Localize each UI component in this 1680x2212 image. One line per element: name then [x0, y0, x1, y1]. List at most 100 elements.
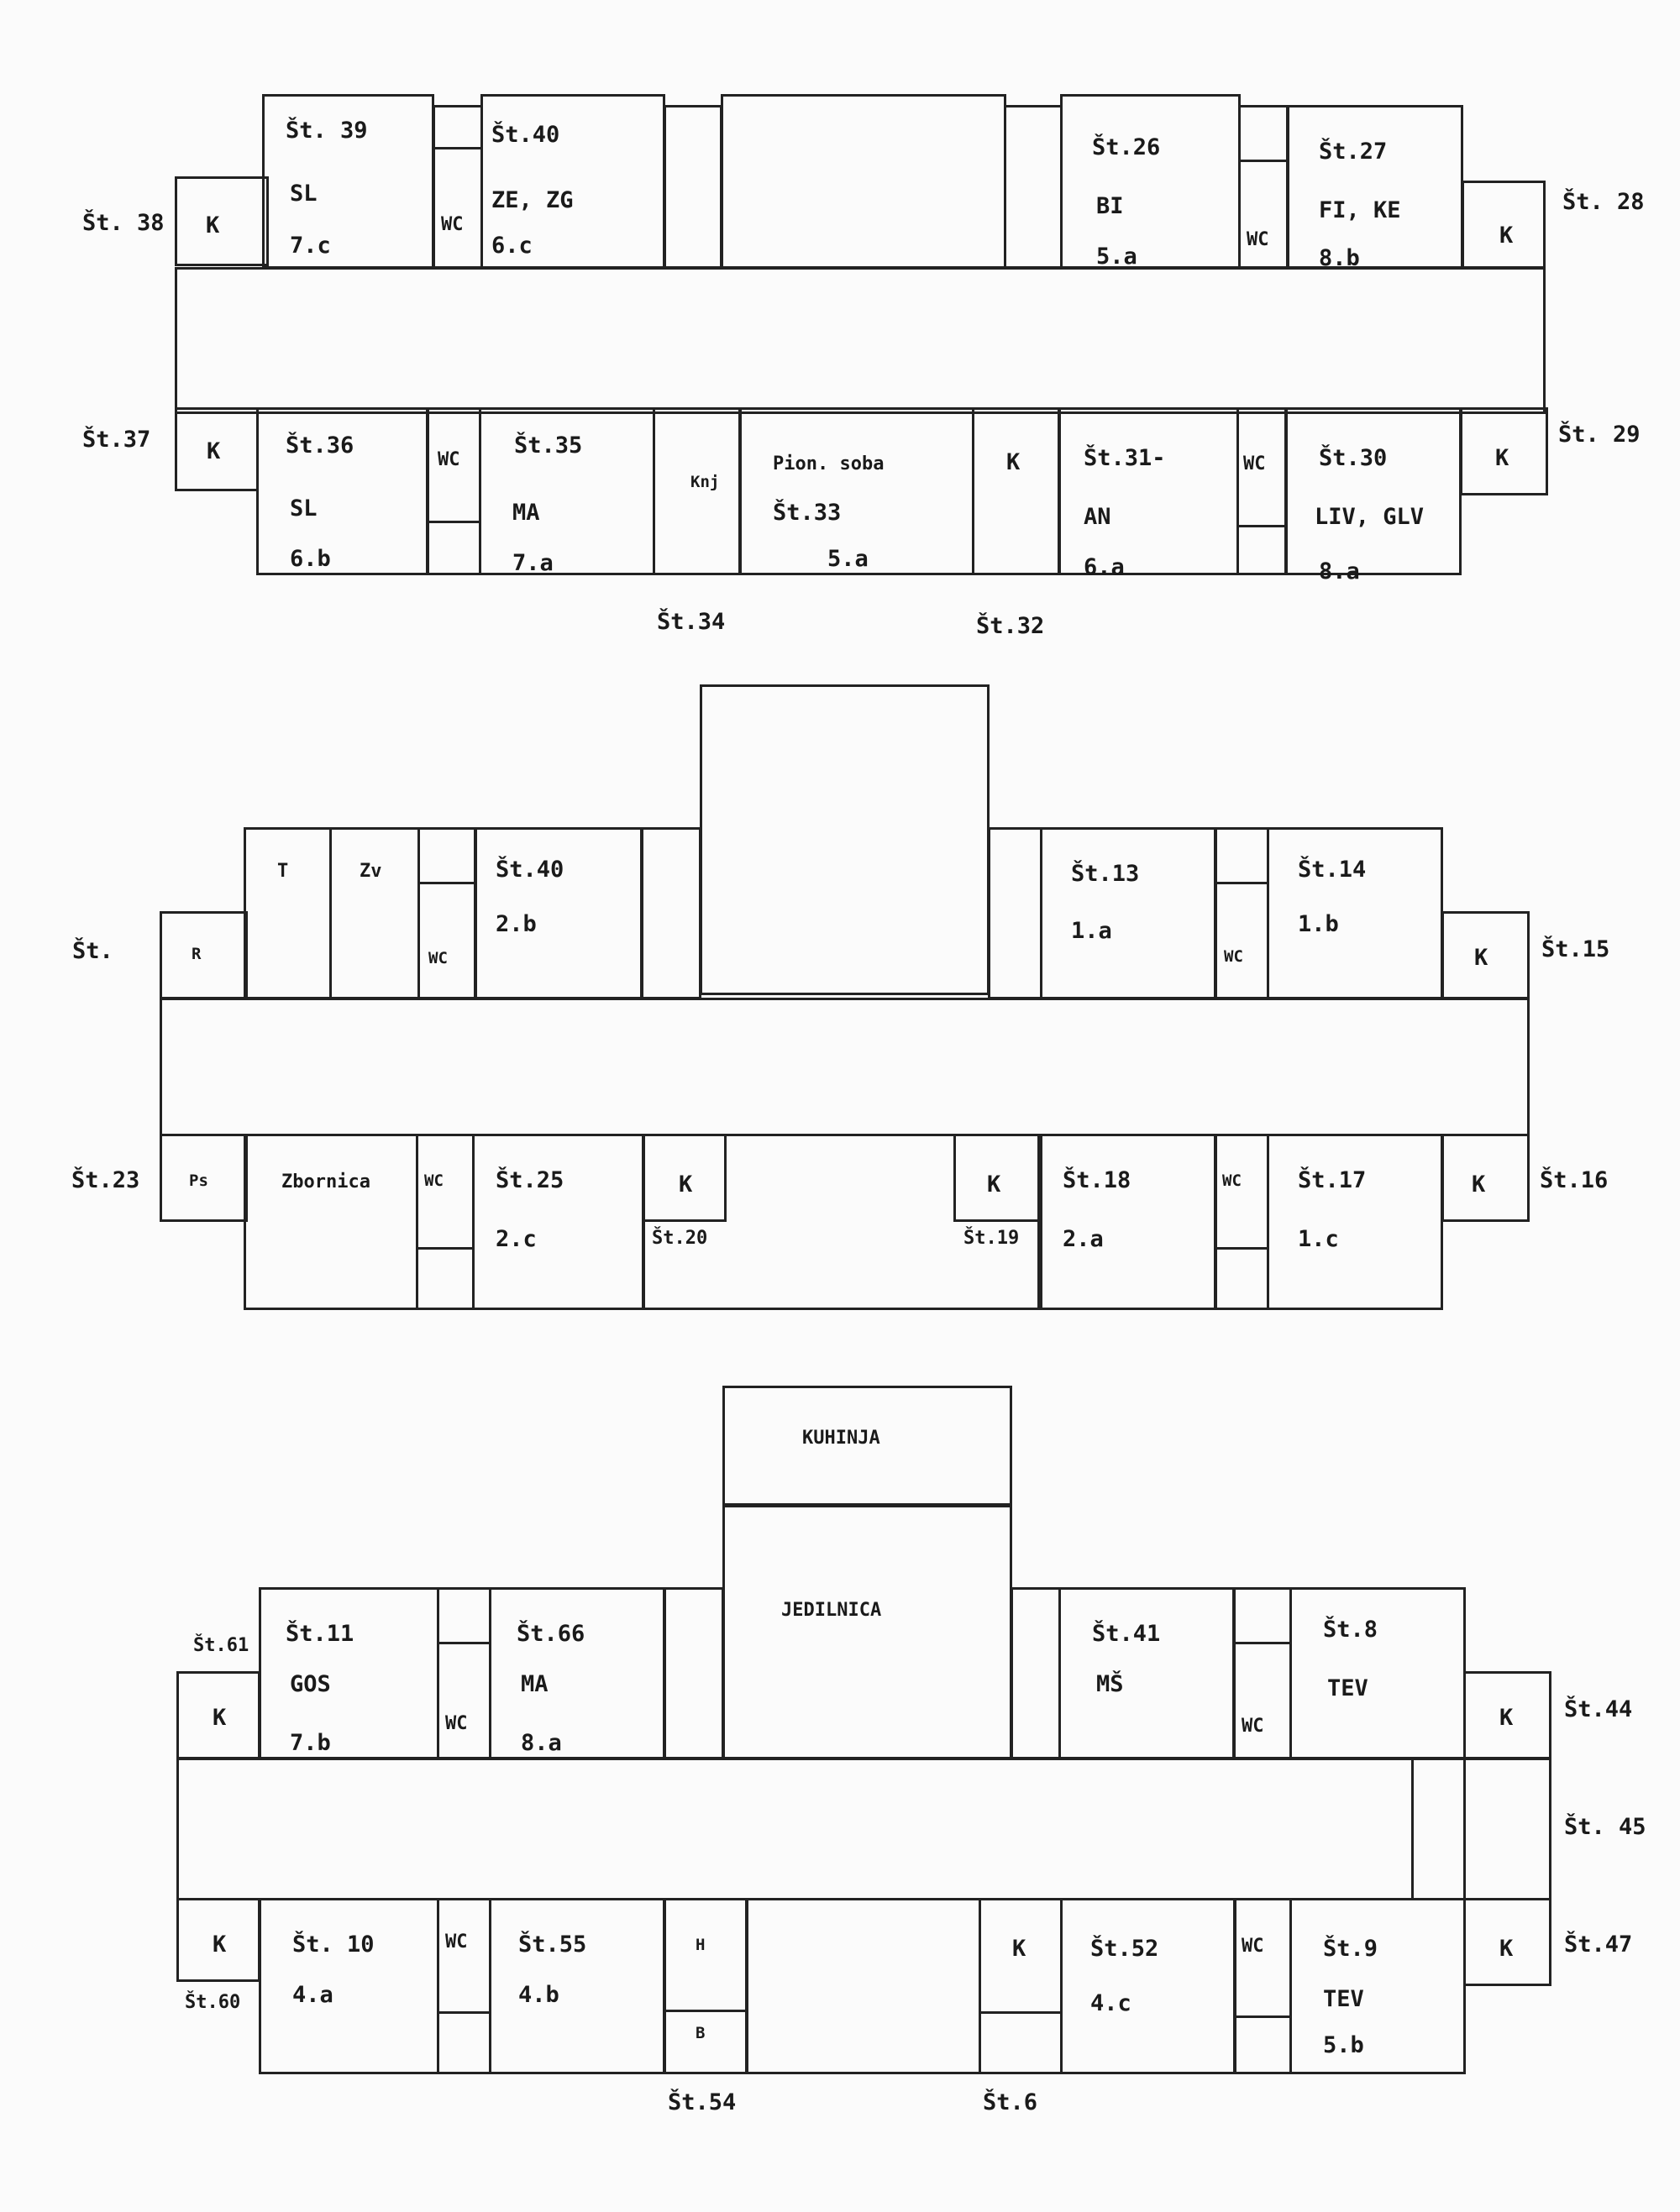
floor3-r39-cls: 7.c	[290, 233, 331, 259]
floor3-r37-num: Št.37	[82, 427, 151, 453]
floor3-r29-num: Št. 29	[1558, 422, 1641, 448]
floor2-rL-room	[160, 911, 248, 999]
floor3-r35-num: Št.35	[514, 432, 583, 459]
floor2-r18-room	[1040, 1134, 1216, 1310]
floor2-r25-num: Št.25	[496, 1167, 564, 1193]
floor1-r41-num: Št.41	[1092, 1621, 1161, 1647]
floor1-r66-room	[489, 1587, 665, 1759]
floor3-r32-k: K	[1006, 449, 1021, 475]
floor1-r10-cls: 4.a	[292, 1982, 333, 2008]
floor3-r31-room	[1058, 407, 1239, 575]
floor3-wc3-divider-0	[427, 521, 481, 523]
floor3-wc4-divider-0	[1236, 525, 1287, 527]
floor1-wc11-divider-0	[437, 2011, 491, 2014]
floor2-c4-room	[988, 827, 1042, 999]
floor3-wc3-room	[427, 407, 481, 575]
floor3-r27-room	[1287, 105, 1463, 269]
floor1-side-label: Št. 45	[1564, 1814, 1646, 1840]
floor2-wc7-divider-0	[416, 1247, 475, 1250]
floor2-r19-k: K	[987, 1172, 1001, 1198]
floor2-r16-num: Št.16	[1540, 1167, 1609, 1193]
floor3-r34-num: Št.34	[657, 609, 726, 635]
floor1-r44-k: K	[1499, 1705, 1514, 1731]
floor1-r47-k: K	[1499, 1936, 1514, 1962]
floor2-r14-cls: 1.b	[1298, 911, 1339, 937]
floor3-r28-num: Št. 28	[1562, 189, 1645, 215]
floor3-r37-k: K	[207, 438, 221, 464]
floor1-wc10-divider-0	[1233, 1642, 1292, 1644]
floor3-r31-cls: 6.a	[1084, 554, 1125, 580]
floor2-r17-cls: 1.c	[1298, 1226, 1339, 1252]
floor1-void2-room	[746, 1898, 981, 2074]
floor2-r20-k: K	[679, 1172, 693, 1198]
floor2-r18-cls: 2.a	[1063, 1226, 1104, 1252]
floor2-r13-num: Št.13	[1071, 861, 1140, 887]
floor2-r16-k: K	[1472, 1172, 1486, 1198]
floor1-r66-subj: MA	[521, 1671, 549, 1697]
floor2-r19-num: Št.19	[963, 1228, 1020, 1249]
floor3-wc1-room	[433, 105, 483, 269]
floor3-r40-num: Št.40	[491, 122, 560, 148]
floor1-wc12-room	[1233, 1898, 1292, 2074]
floor1-wc9-divider-0	[437, 1642, 491, 1644]
floor1-r52-room	[1060, 1898, 1236, 2074]
floor1-r8-room	[1289, 1587, 1466, 1759]
floor1-r9-subj: TEV	[1323, 1986, 1364, 2012]
floor1-r11-room	[259, 1587, 439, 1759]
floor1-r10-num: Št. 10	[292, 1932, 375, 1958]
floor1-r11-subj: GOS	[290, 1671, 331, 1697]
floor3-void1-room	[721, 94, 1006, 269]
floor3-r38-room	[175, 176, 269, 266]
floor3-r33-name: Pion. soba	[773, 453, 885, 474]
floor1-r8-subj: TEV	[1327, 1675, 1368, 1701]
floor1-r9-cls: 5.b	[1323, 2032, 1364, 2058]
floor1-r6-room	[979, 1898, 1063, 2074]
floor3-r32-room	[972, 407, 1060, 575]
floor1-r41-room	[1058, 1587, 1235, 1759]
floor1-wc10-wc: WC	[1242, 1716, 1264, 1737]
floor2-r17-room	[1267, 1134, 1443, 1310]
floor2-rL-num: Št.	[72, 938, 113, 964]
floor2-rZv-room	[329, 827, 420, 999]
floor1-r54-num: Št.54	[668, 2089, 737, 2115]
floor3-wc4-room	[1236, 407, 1287, 575]
floor2-rL-k: R	[192, 945, 202, 963]
floor1-corridor	[176, 1758, 1551, 1900]
floor3-r27-subj: FI, KE	[1319, 197, 1401, 223]
floor3-wc2-wc: WC	[1247, 229, 1269, 250]
floor2-tower	[700, 684, 990, 995]
floor2-corridor	[160, 998, 1530, 1136]
floor3-wc1-divider-0	[433, 147, 483, 149]
floor2-r17-num: Št.17	[1298, 1167, 1367, 1193]
floor1-r55-cls: 4.b	[518, 1982, 559, 2008]
floor1-r66-cls: 8.a	[521, 1730, 562, 1756]
floor3-r27-cls: 8.b	[1319, 245, 1360, 271]
floor1-r61-num: Št.61	[193, 1635, 249, 1656]
floor2-r14-room	[1267, 827, 1443, 999]
floor3-r33-num: Št.33	[773, 500, 842, 526]
floor2-rT-name: T	[277, 861, 289, 882]
floor2-r23-num: Št.23	[71, 1167, 140, 1193]
floor1-r60-num: Št.60	[185, 1992, 241, 2013]
floor1-c6-room	[1011, 1587, 1061, 1759]
floor3-r29-k: K	[1495, 445, 1509, 471]
floor3-r34-name: Knj	[690, 473, 720, 491]
floor2-wc5-room	[417, 827, 476, 999]
floor1-wc12-wc: WC	[1242, 1936, 1264, 1957]
floor1-r11-cls: 7.b	[290, 1730, 331, 1756]
floor1-r55-room	[489, 1898, 665, 2074]
floor3-wc2-divider-0	[1238, 160, 1289, 162]
floor2-wc6-divider-0	[1215, 882, 1269, 884]
floor2-rZb-room	[244, 1134, 418, 1310]
floor1-r52-cls: 4.c	[1090, 1990, 1131, 2016]
floor1-dining-label: JEDILNICA	[781, 1600, 882, 1621]
floor3-r40-subj: ZE, ZG	[491, 187, 574, 213]
floor3-r36-cls: 6.b	[290, 546, 331, 572]
floor3-r30-room	[1285, 407, 1462, 575]
floor3-r35-cls: 7.a	[512, 550, 554, 576]
floor2-wc5-divider-0	[417, 882, 476, 884]
floor1-r54-b: B	[696, 2024, 706, 2042]
floor2-r23-room	[160, 1134, 248, 1222]
floor3-r26-subj: BI	[1096, 193, 1124, 219]
floor1-wc9-wc: WC	[445, 1713, 468, 1734]
